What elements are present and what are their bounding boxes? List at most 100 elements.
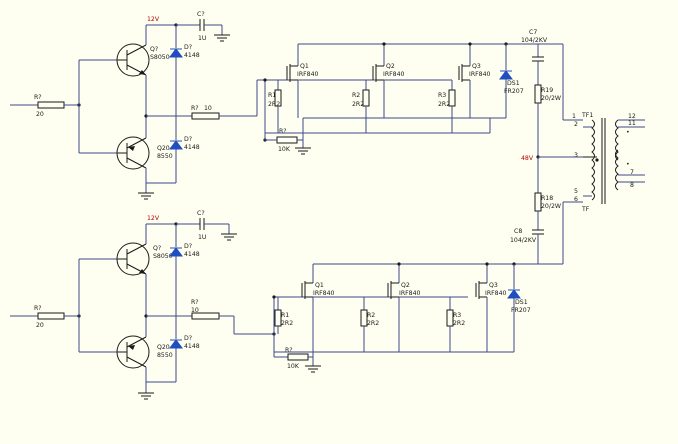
- upper-source-ground-icon: [295, 147, 311, 155]
- upper-cap-name: C?: [197, 11, 205, 18]
- lower-cap-ground-icon: [221, 233, 237, 241]
- upper-npn-transistor: [116, 43, 150, 77]
- lower-mosfet-bank: Q1 IRF840 Q2 IRF840 Q3 IRF840 R1 2R2 R2 …: [272, 262, 538, 373]
- c8-value: 104/2KV: [510, 237, 537, 244]
- upper-pnp-value: 8550: [157, 153, 173, 160]
- upper-ds-value: FR207: [504, 88, 524, 95]
- bus-voltage-label: 48V: [521, 155, 534, 162]
- lower-rgate-name: R?: [191, 299, 199, 306]
- upper-driver: R? 20 Q? S8050 Q20 8550 12V: [10, 11, 303, 200]
- upper-ds-name: DS1: [507, 80, 520, 87]
- tf-pin-5: 5: [574, 188, 578, 195]
- upper-r2-name: R2: [352, 92, 360, 99]
- lower-dbot-value: 4148: [184, 343, 200, 350]
- lower-cap-value: 1U: [198, 234, 206, 241]
- secondary-winding: [615, 119, 619, 161]
- upper-rgate-value: 10: [204, 105, 212, 112]
- lower-mosfet: [446, 281, 488, 352]
- upper-mosfet: [448, 64, 471, 133]
- lower-npn-transistor: [116, 242, 150, 276]
- r19-name: R19: [541, 87, 553, 94]
- upper-top-diode: [169, 48, 183, 58]
- lower-q1-part: IRF840: [313, 290, 335, 297]
- lower-npn-name: Q?: [153, 245, 161, 252]
- lower-dbot-name: D?: [184, 335, 192, 342]
- tf-name: TF1: [581, 112, 593, 119]
- lower-r2-value: 2R2: [367, 320, 379, 327]
- lower-mosfet: [360, 281, 400, 352]
- upper-driver-ground-icon: [138, 192, 154, 200]
- upper-npn-name: Q?: [150, 46, 158, 53]
- upper-r1-value: 2R2: [268, 101, 280, 108]
- upper-r3-name: R3: [438, 92, 446, 99]
- lower-q1-name: Q1: [315, 282, 324, 289]
- lower-input-resistor: [37, 312, 65, 320]
- upper-rgate-name: R?: [191, 105, 199, 112]
- lower-ds-name: DS1: [515, 299, 528, 306]
- lower-npn-value: S8050: [153, 253, 173, 260]
- upper-rpd-value: 10K: [278, 146, 291, 153]
- upper-pnp-transistor: [116, 136, 150, 170]
- lower-pnp-value: 8550: [157, 352, 173, 359]
- lower-rgate-value: 10: [191, 307, 199, 314]
- c7-name: C7: [529, 29, 537, 36]
- lower-clamp-diode: [507, 289, 521, 299]
- lower-r3-value: 2R2: [453, 320, 465, 327]
- upper-cap-value: 1U: [198, 35, 206, 42]
- lower-supply-label: 12V: [147, 215, 160, 222]
- upper-mosfet: [362, 64, 385, 133]
- upper-r2-value: 2R2: [352, 101, 364, 108]
- lower-q3-name: Q3: [489, 282, 498, 289]
- upper-cap-ground-icon: [214, 34, 230, 42]
- r18-value: 20/2W: [541, 203, 561, 210]
- upper-r3-value: 2R2: [438, 101, 450, 108]
- upper-npn-value: S8050: [150, 54, 170, 61]
- c7-value: 104/2KV: [521, 37, 548, 44]
- lower-dtop-name: D?: [184, 243, 192, 250]
- r18-name: R18: [541, 195, 553, 202]
- upper-dtop-value: 4148: [184, 52, 200, 59]
- tf-pin-1: 1: [572, 113, 576, 120]
- upper-pulldown-resistor: [276, 136, 298, 144]
- upper-rin-value: 20: [36, 111, 44, 118]
- tf-pin-3: 3: [574, 152, 578, 159]
- lower-q2-part: IRF840: [399, 290, 421, 297]
- lower-cap-name: C?: [197, 210, 205, 217]
- tf-pin-12: 12: [628, 113, 636, 120]
- upper-bottom-diode: [169, 140, 183, 150]
- tf-dot-mark-2: •: [626, 161, 630, 168]
- upper-q2-name: Q2: [386, 63, 395, 70]
- tf-pin-2: 2: [574, 121, 578, 128]
- upper-supply-label: 12V: [147, 16, 160, 23]
- tf-pin-11: 11: [628, 120, 636, 127]
- upper-dbot-value: 4148: [184, 144, 200, 151]
- c8-name: C8: [514, 228, 522, 235]
- lower-r2-name: R2: [367, 312, 375, 319]
- upper-mosfet: [274, 64, 299, 133]
- lower-q2-name: Q2: [401, 282, 410, 289]
- tf-pin-6: 6: [574, 196, 578, 203]
- lower-r1-value: 2R2: [281, 320, 293, 327]
- upper-input-resistor: [37, 101, 65, 109]
- upper-pnp-name: Q20: [157, 145, 170, 152]
- lower-r3-name: R3: [453, 312, 461, 319]
- tf-bottom-label: TF: [581, 206, 590, 213]
- lower-r1-name: R1: [281, 312, 289, 319]
- lower-top-diode: [169, 247, 183, 257]
- primary-winding: [591, 119, 595, 201]
- lower-pulldown-resistor: [287, 353, 309, 361]
- lower-driver: R? 20 Q? S8050 Q20 8550 12V C? 1U: [10, 210, 313, 400]
- tf-pin-7: 7: [630, 169, 634, 176]
- upper-q3-name: Q3: [472, 63, 481, 70]
- lower-rin-name: R?: [34, 305, 42, 312]
- upper-gate-drive-resistor: [191, 112, 220, 120]
- upper-dtop-name: D?: [184, 44, 192, 51]
- upper-dbot-name: D?: [184, 136, 192, 143]
- tf-pin-8: 8: [630, 182, 634, 189]
- lower-pnp-name: Q20: [157, 344, 170, 351]
- upper-mosfet-bank: Q1 IRF840 Q2 IRF840 Q3 IRF840 R1 2R2 R2 …: [256, 42, 538, 155]
- upper-rin-name: R?: [34, 94, 42, 101]
- lower-dtop-value: 4148: [184, 251, 200, 258]
- transformer-tf1: TF1 1 2 3 5 6 TF • • 12 11 7 8: [572, 112, 645, 213]
